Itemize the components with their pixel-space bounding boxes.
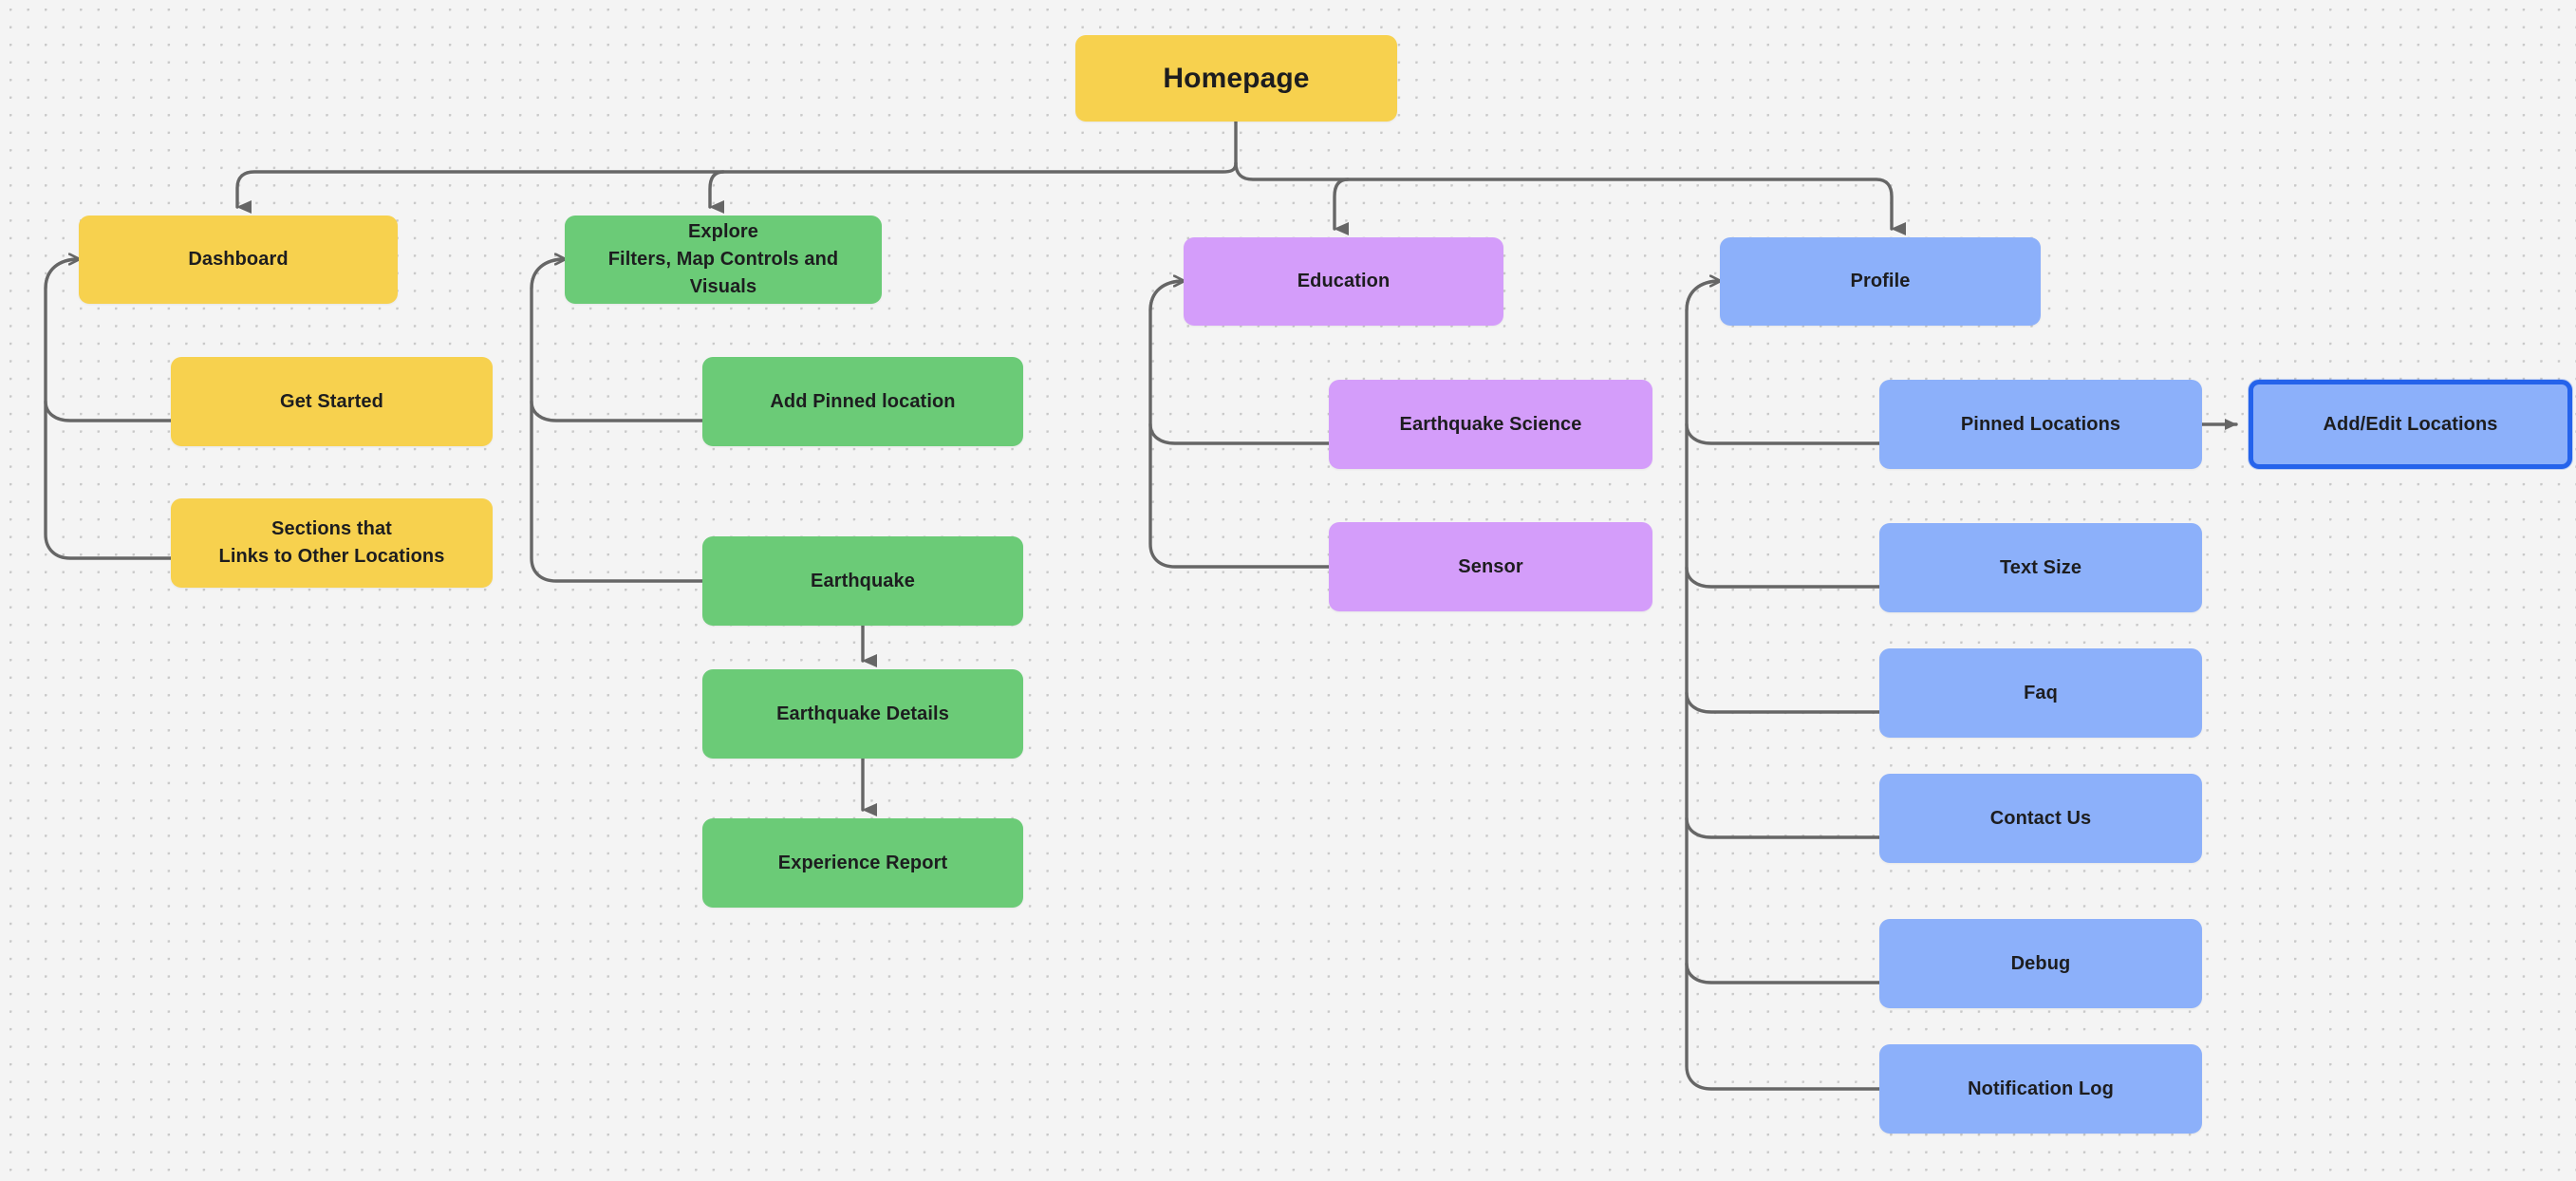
node-label: Sensor	[1458, 555, 1523, 577]
node-text-size[interactable]: Text Size	[1879, 523, 2202, 612]
node-sections-that-links[interactable]: Sections that Links to Other Locations	[171, 498, 493, 588]
node-earthquake-science[interactable]: Earthquake Science	[1329, 380, 1652, 469]
node-add-pinned-location[interactable]: Add Pinned location	[702, 357, 1023, 446]
node-label: Education	[1297, 271, 1391, 291]
node-education[interactable]: Education	[1184, 237, 1503, 326]
node-pinned-locations[interactable]: Pinned Locations	[1879, 380, 2202, 469]
node-homepage[interactable]: Homepage	[1075, 35, 1397, 122]
node-label: Dashboard	[188, 249, 289, 270]
node-debug[interactable]: Debug	[1879, 919, 2202, 1008]
node-label: Homepage	[1163, 62, 1310, 94]
node-label: Add Pinned location	[770, 390, 956, 412]
node-get-started[interactable]: Get Started	[171, 357, 493, 446]
node-label: Faq	[2024, 682, 2058, 703]
node-label: Notification Log	[1968, 1078, 2114, 1099]
node-add-edit-locations[interactable]: Add/Edit Locations	[2249, 380, 2572, 469]
node-label: Earthquake Science	[1399, 413, 1582, 435]
node-label: Earthquake	[811, 570, 915, 591]
node-label: Sections that Links to Other Locations	[218, 518, 445, 567]
node-experience-report[interactable]: Experience Report	[702, 818, 1023, 908]
node-label: Get Started	[280, 390, 383, 412]
node-label: Pinned Locations	[1960, 413, 2121, 435]
node-label: Explore Filters, Map Controls and Visual…	[607, 221, 839, 297]
node-label: Experience Report	[777, 852, 948, 873]
node-label: Earthquake Details	[776, 703, 949, 724]
node-faq[interactable]: Faq	[1879, 648, 2202, 738]
node-label: Debug	[2010, 952, 2071, 974]
node-label: Add/Edit Locations	[2323, 413, 2498, 435]
node-dashboard[interactable]: Dashboard	[79, 216, 398, 304]
node-sensor[interactable]: Sensor	[1329, 522, 1652, 611]
node-contact-us[interactable]: Contact Us	[1879, 774, 2202, 863]
node-label: Text Size	[1999, 556, 2082, 578]
node-explore[interactable]: Explore Filters, Map Controls and Visual…	[565, 216, 882, 304]
node-earthquake[interactable]: Earthquake	[702, 536, 1023, 626]
node-label: Contact Us	[1989, 807, 2092, 829]
node-earthquake-details[interactable]: Earthquake Details	[702, 669, 1023, 759]
node-label: Profile	[1850, 271, 1911, 291]
node-profile[interactable]: Profile	[1720, 237, 2041, 326]
node-notification-log[interactable]: Notification Log	[1879, 1044, 2202, 1134]
